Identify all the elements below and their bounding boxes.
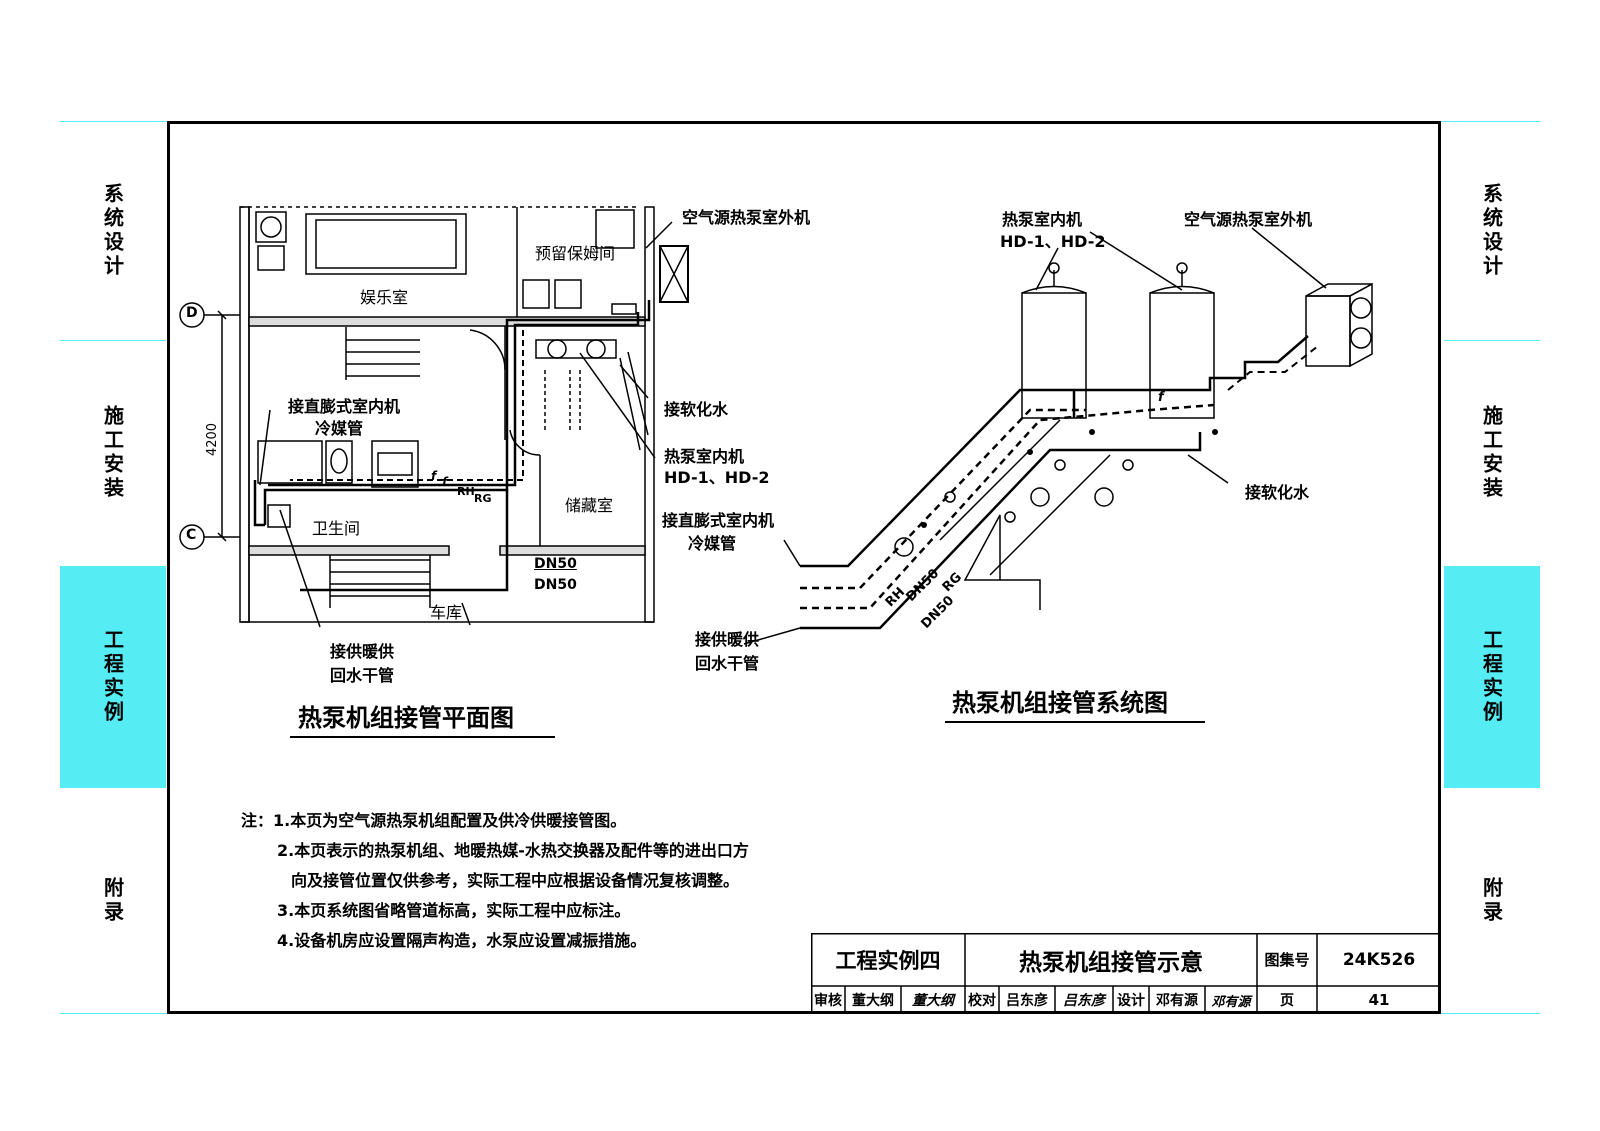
tab-engineering-example-right[interactable]: 工程实例 [1444, 566, 1540, 788]
note-2-cont: 向及接管位置仅供参考，实际工程中应根据设备情况复核调整。 [291, 871, 740, 890]
plan-label-supply-main: 接供暖供 [330, 642, 395, 661]
plan-label-garage: 车库 [430, 603, 463, 622]
plan-dimension: 4200 [205, 422, 221, 457]
note-1: 注：1.本页为空气源热泵机组配置及供冷供暖接管图。 [241, 811, 627, 830]
tab-construction-left[interactable]: 施工安装 [100, 405, 125, 501]
tb-check-label: 校对 [968, 993, 996, 1009]
system-label-soft-water: 接软化水 [1245, 483, 1310, 502]
tb-example: 工程实例四 [835, 948, 941, 973]
system-label-indoor-unit: 热泵室内机 [1002, 210, 1083, 229]
tb-checker: 吕东彦 [1006, 993, 1048, 1009]
plan-label-bathroom: 卫生间 [312, 519, 361, 538]
plan-label-f1: f [431, 469, 437, 483]
plan-label-f2: f [442, 475, 448, 489]
system-label-f: f [1158, 390, 1164, 405]
plan-label-nanny-room: 预留保姆间 [535, 244, 616, 263]
guide-line-mid1 [60, 340, 166, 341]
tab-construction-right[interactable]: 施工安装 [1479, 405, 1504, 501]
tb-page-label: 页 [1280, 993, 1294, 1009]
tb-atlas-no: 24K526 [1342, 949, 1416, 970]
tb-designer-signature: 邓有源 [1211, 994, 1251, 1010]
plan-label-rg: RG [474, 492, 492, 505]
notes: 注：1.本页为空气源热泵机组配置及供冷供暖接管图。 2.本页表示的热泵机组、地暖… [241, 806, 749, 956]
tab-appendix-left[interactable]: 附录 [100, 877, 125, 925]
note-2: 2.本页表示的热泵机组、地暖热媒-水热交换器及配件等的进出口方 [277, 841, 749, 860]
plan-walls [239, 206, 655, 623]
plan-label-storage: 储藏室 [565, 496, 614, 515]
tb-design-label: 设计 [1117, 993, 1145, 1009]
drawing-frame [167, 121, 1441, 1014]
plan-label-entertainment-room: 娱乐室 [360, 288, 409, 307]
tab-system-design-right[interactable]: 系统设计 [1479, 182, 1504, 279]
system-label-supply-main: 接供暖供 [695, 630, 760, 649]
tb-review-label: 审核 [814, 993, 842, 1009]
plan-label-rh: RH [457, 485, 475, 498]
plan-label-refrigerant-pipe: 冷媒管 [315, 419, 364, 438]
tb-checker-signature: 吕东彦 [1063, 993, 1105, 1009]
plan-label-indoor-unit: 热泵室内机 [664, 447, 745, 466]
note-4: 4.设备机房应设置隔声构造，水泵应设置减振措施。 [277, 931, 647, 950]
tab-system-design-left[interactable]: 系统设计 [100, 182, 125, 279]
plan-label-outdoor-unit: 空气源热泵室外机 [682, 208, 811, 227]
system-label-indoor-models: HD-1、HD-2 [1000, 232, 1106, 251]
plan-axis-c: C [186, 527, 197, 543]
plan-label-dn50-b: DN50 [534, 577, 577, 593]
tb-page-no: 41 [1368, 991, 1390, 1009]
plan-axis-d: D [186, 305, 198, 321]
system-label-return-main: 回水干管 [695, 654, 760, 673]
guide-line-mid1-r [1444, 340, 1540, 341]
system-label-dx-indoor: 接直膨式室内机 [662, 511, 775, 530]
plan-label-return-main: 回水干管 [330, 666, 395, 685]
note-3: 3.本页系统图省略管道标高，实际工程中应标注。 [277, 901, 631, 920]
tab-engineering-example-left[interactable]: 工程实例 [60, 566, 166, 788]
system-title: 热泵机组接管系统图 [952, 689, 1168, 717]
plan-label-indoor-unit-models: HD-1、HD-2 [664, 468, 770, 487]
tab-appendix-right[interactable]: 附录 [1479, 877, 1504, 925]
plan-label-dx-indoor: 接直膨式室内机 [288, 397, 401, 416]
system-label-refrigerant-pipe: 冷媒管 [688, 534, 737, 553]
tb-designer: 邓有源 [1156, 993, 1198, 1009]
title-block: 工程实例四 热泵机组接管示意 图集号 24K526 审核 董大纲 董大纲 校对 … [811, 933, 1441, 1014]
tb-drawing-title: 热泵机组接管示意 [1019, 949, 1203, 976]
system-label-outdoor-unit: 空气源热泵室外机 [1184, 210, 1313, 229]
tb-reviewer-signature: 董大纲 [912, 993, 954, 1009]
tb-atlas-label: 图集号 [1264, 951, 1310, 969]
plan-label-dn50-a: DN50 [534, 556, 577, 572]
tb-reviewer: 董大纲 [852, 993, 894, 1009]
plan-title: 热泵机组接管平面图 [298, 704, 514, 732]
plan-label-soft-water: 接软化水 [664, 400, 729, 419]
